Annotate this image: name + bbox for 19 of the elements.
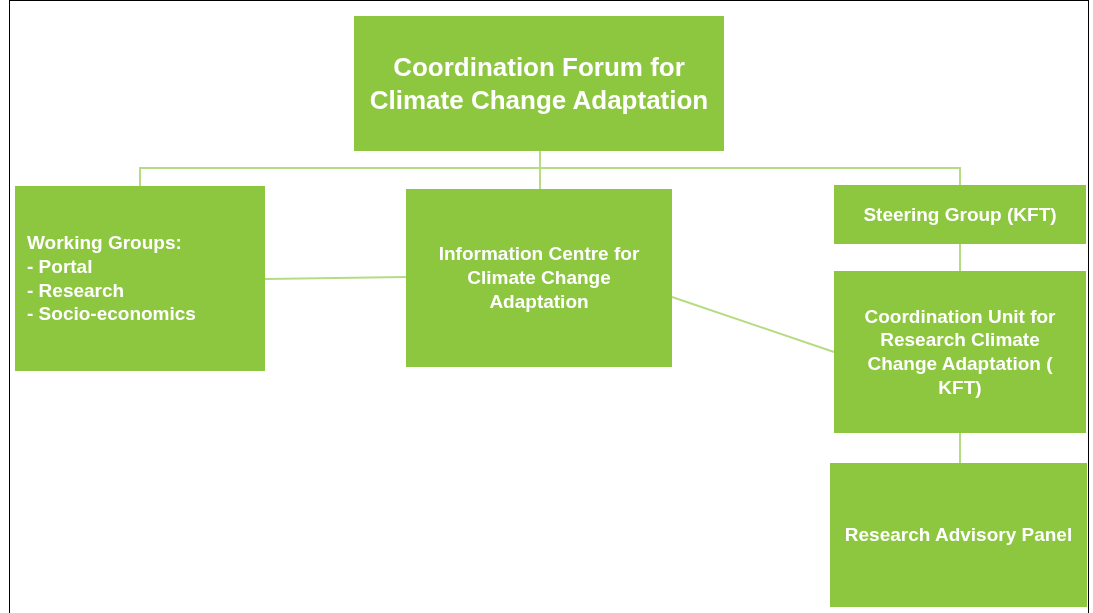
connector-line (959, 432, 961, 464)
box-label: Information Centre for Climate Change Adaptation (437, 242, 641, 314)
org-box (834, 271, 1086, 433)
connector-line (959, 243, 961, 272)
box-label: Research Advisory Panel (844, 523, 1073, 547)
box-label: - Socio-economics (27, 302, 196, 326)
box-label: Coordination Forum for Climate Change Adaptation (368, 51, 710, 116)
connector-line (671, 296, 835, 353)
box-label: Coordination Unit for Research Climate Change Adaptation ( KFT) (863, 304, 1057, 400)
org-box (354, 16, 724, 151)
box-label: Steering Group (KFT) (863, 202, 1057, 227)
org-box (830, 463, 1087, 607)
box-label: - Portal (27, 254, 93, 279)
connector-line (264, 276, 407, 280)
org-box (834, 185, 1086, 244)
org-box (15, 186, 265, 371)
box-label: - Research (27, 278, 125, 303)
org-box (406, 189, 672, 367)
box-label: Working Groups: (27, 231, 182, 255)
